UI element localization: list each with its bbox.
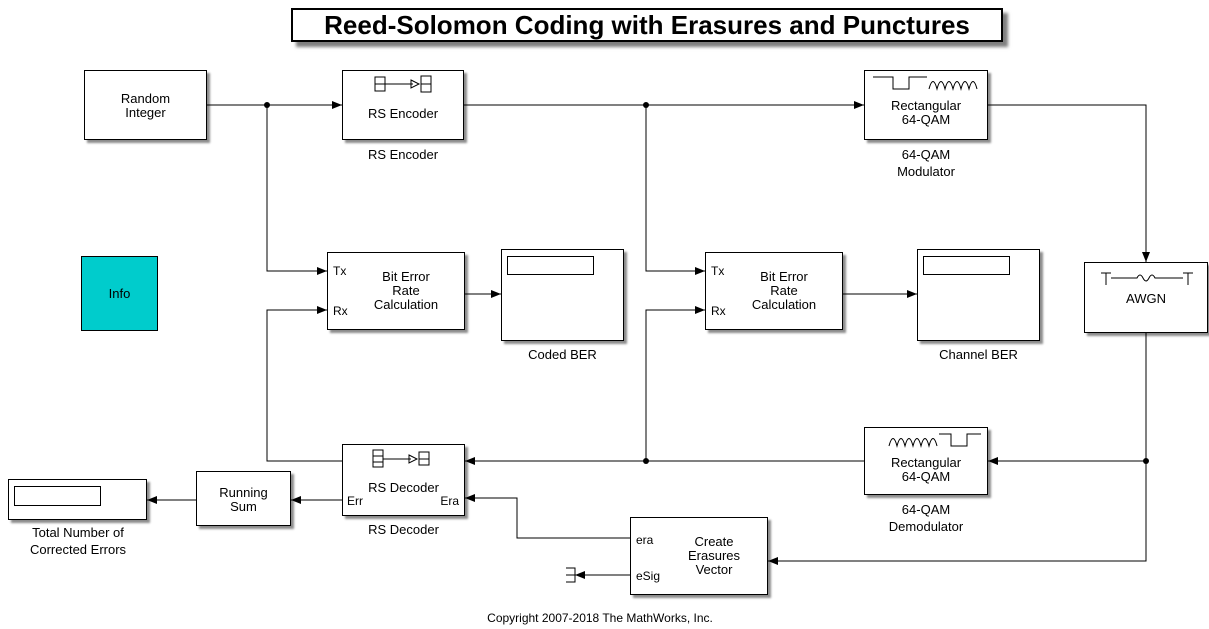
- rs-decoder-block[interactable]: RS Decoder Err Era: [342, 444, 465, 516]
- demodulator-block[interactable]: Rectangular 64-QAM: [864, 427, 988, 495]
- total-errors-display[interactable]: [8, 479, 147, 520]
- channel-icon: [1101, 272, 1193, 285]
- ber-channel-text: Bit Error Rate Calculation: [751, 269, 817, 312]
- coded-ber-label: Coded BER: [528, 347, 597, 362]
- demodulator-text: Rectangular 64-QAM: [890, 455, 962, 484]
- ber-coded-rx-port: Rx: [333, 304, 348, 318]
- awgn-text: AWGN: [1126, 291, 1166, 306]
- rs-encoder-label: RS Encoder: [367, 147, 439, 162]
- awgn-block[interactable]: AWGN: [1084, 262, 1208, 333]
- running-sum-text: Running Sum: [219, 485, 268, 514]
- ber-coded-block[interactable]: Tx Rx Bit Error Rate Calculation: [327, 252, 465, 330]
- rs-encoder-text: RS Encoder: [367, 106, 439, 121]
- channel-ber-label: Channel BER: [939, 347, 1018, 362]
- demodulator-label: 64-QAM Demodulator: [888, 502, 964, 534]
- ber-channel-rx-port: Rx: [711, 304, 726, 318]
- decoder-icon: [372, 449, 430, 468]
- info-text: Info: [108, 286, 131, 301]
- modulator-label: 64-QAM Modulator: [897, 147, 955, 179]
- coded-ber-value-box: [507, 256, 594, 275]
- total-errors-value-box: [14, 486, 101, 506]
- ber-channel-tx-port: Tx: [711, 264, 725, 278]
- modulator-text: Rectangular 64-QAM: [890, 98, 962, 127]
- rs-encoder-block[interactable]: RS Encoder: [342, 70, 464, 140]
- create-erasures-text: Create Erasures Vector: [687, 534, 741, 577]
- rs-decoder-label: RS Decoder: [368, 522, 439, 537]
- channel-ber-value-box: [923, 256, 1010, 275]
- ber-channel-block[interactable]: Tx Rx Bit Error Rate Calculation: [705, 252, 843, 330]
- ber-coded-tx-port: Tx: [333, 264, 347, 278]
- pulse-wave-icon: [888, 433, 981, 448]
- create-erasures-era-port: era: [636, 533, 654, 547]
- pulse-wave-icon: [873, 76, 978, 91]
- create-erasures-block[interactable]: era eSig Create Erasures Vector: [630, 517, 768, 595]
- running-sum-block[interactable]: Running Sum: [196, 471, 291, 526]
- channel-ber-display[interactable]: [917, 249, 1040, 341]
- coded-ber-display[interactable]: [501, 249, 624, 341]
- encoder-icon: [374, 75, 432, 93]
- rs-decoder-era-port: Era: [440, 494, 459, 508]
- rs-decoder-err-port: Err: [347, 494, 363, 508]
- rs-decoder-text: RS Decoder: [368, 480, 439, 495]
- info-block[interactable]: Info: [81, 256, 158, 331]
- total-errors-label: Total Number of Corrected Errors: [29, 525, 127, 557]
- modulator-block[interactable]: Rectangular 64-QAM: [864, 70, 988, 140]
- create-erasures-esig-port: eSig: [636, 569, 661, 583]
- diagram-title: Reed-Solomon Coding with Erasures and Pu…: [291, 8, 1003, 42]
- ber-coded-text: Bit Error Rate Calculation: [373, 269, 439, 312]
- copyright-text: Copyright 2007-2018 The MathWorks, Inc.: [487, 611, 713, 625]
- random-integer-block[interactable]: Random Integer: [84, 70, 207, 140]
- random-integer-text: Random Integer: [120, 91, 171, 120]
